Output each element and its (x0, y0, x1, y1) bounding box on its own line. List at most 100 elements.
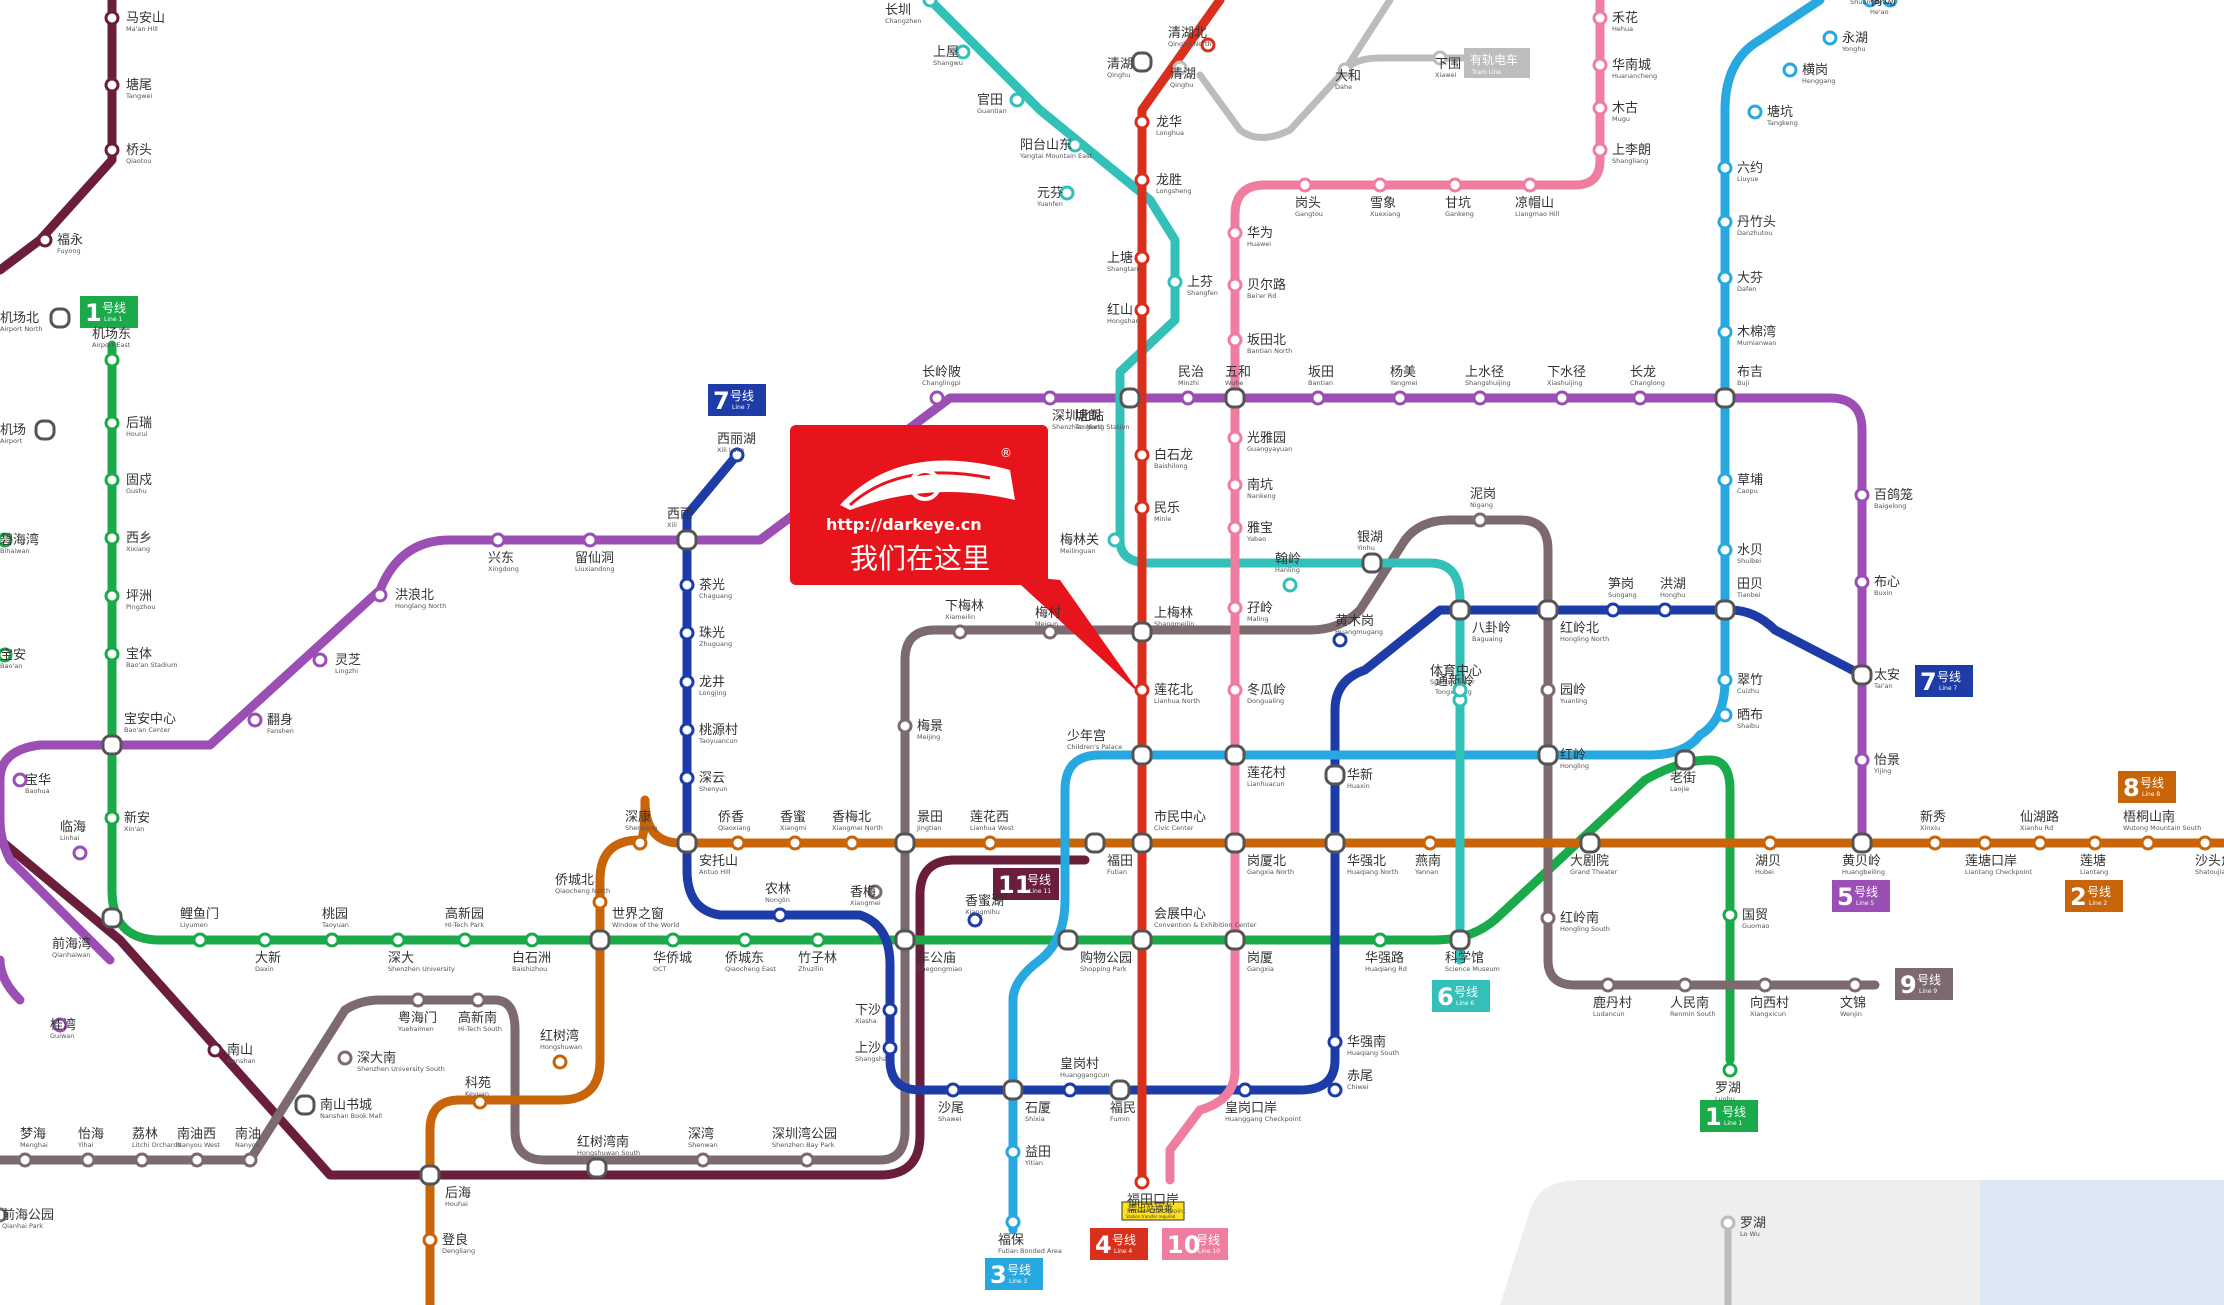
station-marker[interactable] (1042, 390, 1058, 406)
interchange-marker[interactable] (586, 1157, 608, 1179)
station-marker[interactable] (1327, 1034, 1343, 1050)
station-marker[interactable] (0, 647, 13, 663)
station-marker[interactable] (104, 530, 120, 546)
station-marker[interactable] (1042, 624, 1058, 640)
station-marker[interactable] (189, 1152, 205, 1168)
station-marker[interactable] (679, 625, 695, 641)
station-marker[interactable] (922, 0, 938, 8)
interchange-marker[interactable] (1674, 749, 1696, 771)
station-marker[interactable] (1747, 104, 1763, 120)
interchange-marker[interactable] (1714, 387, 1736, 409)
station-marker[interactable] (1134, 682, 1150, 698)
interchange-marker[interactable] (1324, 832, 1346, 854)
station-marker[interactable] (1447, 177, 1463, 193)
station-marker[interactable] (1717, 324, 1733, 340)
station-marker[interactable] (1592, 142, 1608, 158)
station-marker[interactable] (2087, 835, 2103, 851)
interchange-marker[interactable] (1002, 1079, 1024, 1101)
station-marker[interactable] (592, 894, 608, 910)
station-marker[interactable] (1172, 60, 1188, 76)
station-marker[interactable] (472, 1094, 488, 1110)
interchange-marker[interactable] (1131, 832, 1153, 854)
interchange-marker[interactable] (1537, 599, 1559, 621)
station-marker[interactable] (679, 770, 695, 786)
station-marker[interactable] (1134, 114, 1150, 130)
station[interactable]: 沙头角Shatoujiao (2195, 835, 2224, 876)
station-marker[interactable] (1717, 214, 1733, 230)
station-marker[interactable] (1977, 835, 1993, 851)
station-marker[interactable] (1432, 50, 1448, 66)
callout-url[interactable]: http://darkeye.cn (826, 515, 982, 534)
station-marker[interactable] (1540, 682, 1556, 698)
station-marker[interactable] (52, 1017, 68, 1033)
station-marker[interactable] (1297, 177, 1313, 193)
station-marker[interactable] (1452, 682, 1468, 698)
station-marker[interactable] (457, 932, 473, 948)
station-marker[interactable] (1237, 1082, 1253, 1098)
line-3-route[interactable] (1008, 0, 1825, 1235)
station-marker[interactable] (665, 932, 681, 948)
station-marker[interactable] (12, 772, 28, 788)
station-marker[interactable] (312, 652, 328, 668)
line-4-route[interactable] (1137, 0, 1225, 1185)
station-marker[interactable] (17, 1152, 33, 1168)
interchange-marker[interactable] (1579, 832, 1601, 854)
station-marker[interactable] (1472, 512, 1488, 528)
station-marker[interactable] (1854, 487, 1870, 503)
station-marker[interactable] (1327, 1082, 1343, 1098)
station-marker[interactable] (104, 646, 120, 662)
station-marker[interactable] (1392, 390, 1408, 406)
station-marker[interactable] (134, 1152, 150, 1168)
station-marker[interactable] (1592, 57, 1608, 73)
station-marker[interactable] (679, 674, 695, 690)
interchange-marker[interactable] (1224, 929, 1246, 951)
